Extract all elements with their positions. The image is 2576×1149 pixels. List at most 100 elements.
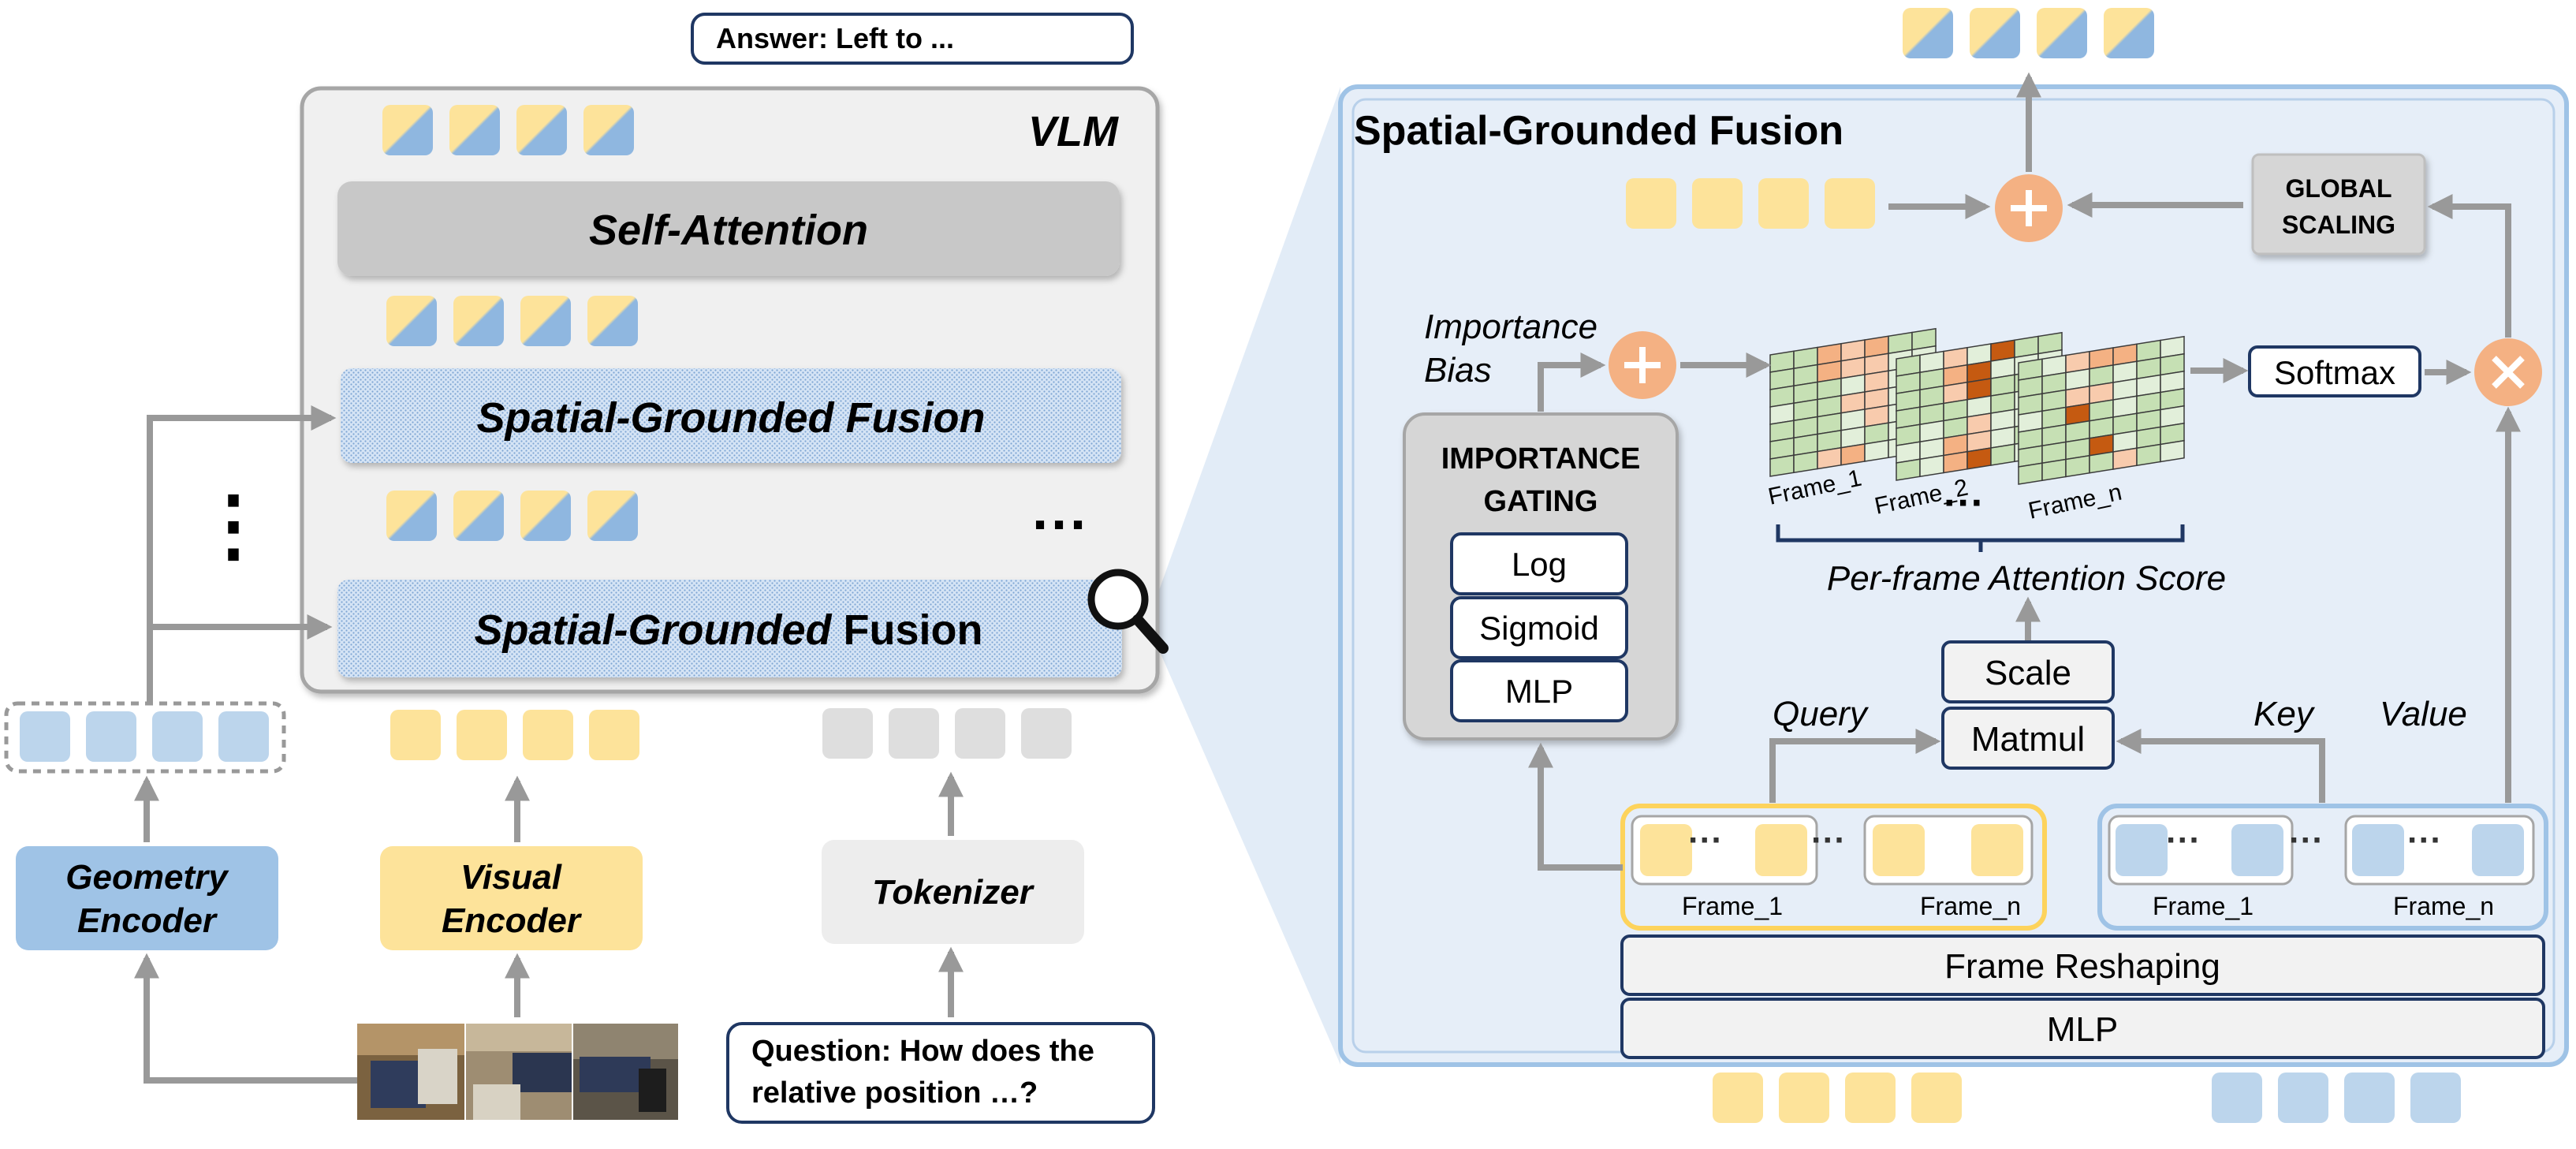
visual-token — [390, 710, 441, 760]
ellipsis-vertical: ⋮ — [194, 481, 273, 569]
frame-token — [1640, 824, 1692, 876]
frame-token — [2472, 824, 2524, 876]
visual-token — [523, 710, 573, 760]
token-ellipsis: ··· — [1811, 821, 1846, 860]
gating-log-label: Log — [1512, 546, 1567, 583]
answer-text: Answer: Left to ... — [716, 22, 954, 54]
frame-token — [1971, 824, 2023, 876]
geometry-token — [152, 711, 203, 762]
mlp-block: MLP — [1620, 998, 2545, 1059]
attention-cell — [1817, 446, 1842, 470]
mixed-token — [453, 491, 504, 541]
frame-reshaping-label: Frame Reshaping — [1944, 947, 2220, 986]
output-token — [1970, 8, 2020, 58]
self-attention-block: Self-Attention — [337, 181, 1120, 276]
frame-token-rows: ··············· — [1640, 821, 2524, 876]
attention-cell — [1840, 443, 1866, 466]
output-token — [1903, 8, 1953, 58]
geometry-token — [2344, 1073, 2395, 1123]
importance-bias-line1: Importance — [1424, 308, 1597, 346]
attention-cell — [1896, 458, 1921, 481]
mixed-token — [587, 491, 638, 541]
attention-cell — [2089, 451, 2114, 474]
frame-token — [2352, 824, 2404, 876]
mixed-token — [520, 296, 571, 346]
scale-label: Scale — [1985, 654, 2071, 692]
mixed-token — [583, 105, 634, 155]
mixed-token — [516, 105, 567, 155]
visual-token — [1626, 178, 1676, 229]
mlp-label: MLP — [2047, 1010, 2118, 1049]
importance-bias-line2: Bias — [1424, 351, 1492, 390]
attention-cell — [2112, 447, 2138, 470]
self-attention-label: Self-Attention — [589, 207, 868, 254]
input-token-rows — [1626, 178, 2461, 1123]
plus-output-icon — [1995, 174, 2063, 242]
query-label: Query — [1773, 695, 1870, 733]
global-scaling-block: GLOBAL SCALING — [2251, 153, 2426, 256]
gating-mlp-box — [1450, 659, 1628, 722]
mixed-token-rows — [382, 105, 638, 541]
gating-mlp-label: MLP — [1505, 673, 1573, 710]
attention-brace — [1776, 524, 2185, 552]
text-token — [889, 708, 939, 759]
importance-gating-line1: IMPORTANCE — [1441, 442, 1641, 476]
kv-frame-last: Frame_n — [2393, 892, 2494, 920]
output-token — [2104, 8, 2154, 58]
text-token — [955, 708, 1005, 759]
value-label: Value — [2380, 695, 2467, 733]
attention-cell — [1919, 454, 1944, 478]
importance-gating-line2: GATING — [1484, 485, 1598, 518]
fusion-bottom-label: Spatial-Grounded Fusion — [475, 606, 983, 654]
attention-cell — [1966, 447, 1992, 470]
visual-encoder: Visual Encoder — [380, 846, 643, 950]
fusion-block-top: Spatial-Grounded Fusion — [341, 368, 1121, 463]
geometry-token — [2212, 1073, 2262, 1123]
query-frame-last: Frame_n — [1920, 892, 2021, 920]
attention-cell — [1864, 439, 1889, 462]
geometry-encoder-line2: Encoder — [77, 901, 218, 940]
output-token — [2037, 8, 2087, 58]
question-line1: Question: How does the — [751, 1035, 1094, 1068]
attention-cell — [1943, 450, 1968, 474]
vlm-title: VLM — [1028, 108, 1119, 155]
token-ellipsis: ··· — [1688, 821, 1723, 860]
token-ellipsis: ··· — [2166, 821, 2201, 860]
global-scaling-line2: SCALING — [2282, 211, 2395, 239]
geometry-encoder-line1: Geometry — [65, 858, 229, 897]
visual-token — [1911, 1073, 1962, 1123]
query-frame-first: Frame_1 — [1682, 892, 1783, 920]
answer-box: Answer: Left to ... — [691, 13, 1134, 65]
scene-image-2 — [466, 1024, 572, 1120]
attention-cell — [1793, 450, 1818, 474]
frame-reshaping-block: Frame Reshaping — [1620, 934, 2545, 996]
geometry-token-group — [4, 701, 286, 774]
output-token-row — [1903, 8, 2154, 58]
geometry-token — [2410, 1073, 2461, 1123]
tokenizer-label: Tokenizer — [872, 873, 1035, 912]
attention-cell — [2041, 458, 2067, 482]
fusion-top-label: Spatial-Grounded Fusion — [477, 394, 986, 442]
attention-grid — [2018, 335, 2185, 485]
attention-cell — [2065, 454, 2090, 478]
text-token — [1021, 708, 1072, 759]
visual-token — [1713, 1073, 1763, 1123]
frame-token — [2231, 824, 2283, 876]
matmul-label: Matmul — [1971, 720, 2085, 759]
importance-gating-block: IMPORTANCE GATING Log Sigmoid MLP — [1403, 412, 1679, 741]
geometry-token — [218, 711, 269, 762]
zoom-wedge — [1147, 87, 1340, 1065]
visual-token — [589, 710, 639, 760]
plus-bias-icon — [1609, 331, 1676, 399]
geometry-token — [2278, 1073, 2328, 1123]
attention-cell — [1990, 443, 2015, 466]
visual-encoder-line1: Visual — [460, 858, 562, 897]
multiply-icon — [2474, 338, 2542, 406]
geometry-skip-arrows — [147, 405, 337, 703]
geometry-token — [86, 711, 136, 762]
gating-sigmoid-box — [1450, 596, 1628, 659]
mixed-token — [386, 491, 437, 541]
mixed-token — [386, 296, 437, 346]
mixed-token — [382, 105, 433, 155]
